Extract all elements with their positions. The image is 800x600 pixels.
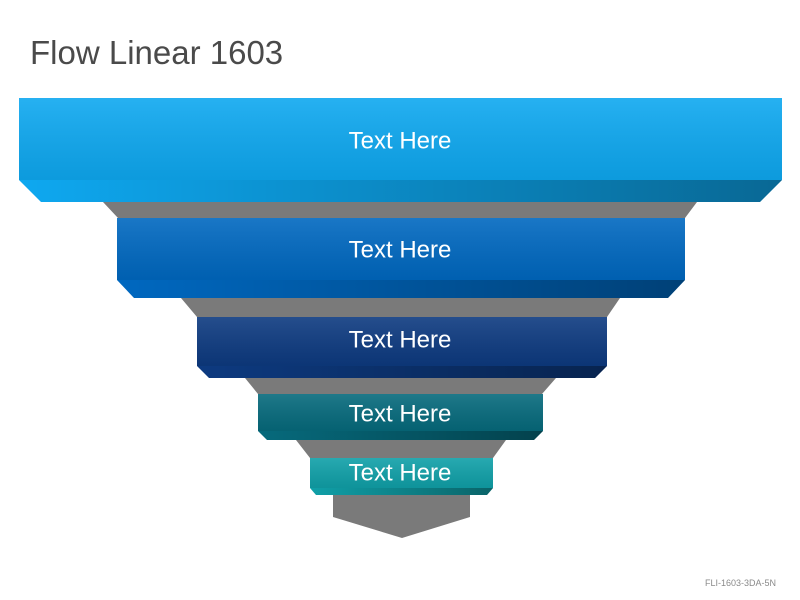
down-arrow-icon <box>333 495 470 538</box>
funnel-stage-2: Text Here <box>117 218 685 298</box>
funnel-stage-5: Text Here <box>310 458 493 495</box>
funnel-connector-2 <box>181 298 620 317</box>
funnel-stage-1: Text Here <box>19 98 782 202</box>
funnel-connector-4 <box>296 440 506 458</box>
funnel-stage-label: Text Here <box>349 401 452 428</box>
footer-code: FLI-1603-3DA-5N <box>704 578 776 588</box>
funnel-stage-label: Text Here <box>349 128 452 155</box>
funnel-connector-3 <box>245 378 556 394</box>
funnel-connector-1 <box>103 202 697 218</box>
page-title: Flow Linear 1603 <box>30 34 284 71</box>
funnel-stage-label: Text Here <box>349 237 452 264</box>
funnel-stage-label: Text Here <box>349 327 452 354</box>
funnel-stage-3: Text Here <box>197 317 607 378</box>
funnel-stage-label: Text Here <box>349 460 452 487</box>
funnel-stage-4: Text Here <box>258 394 543 440</box>
